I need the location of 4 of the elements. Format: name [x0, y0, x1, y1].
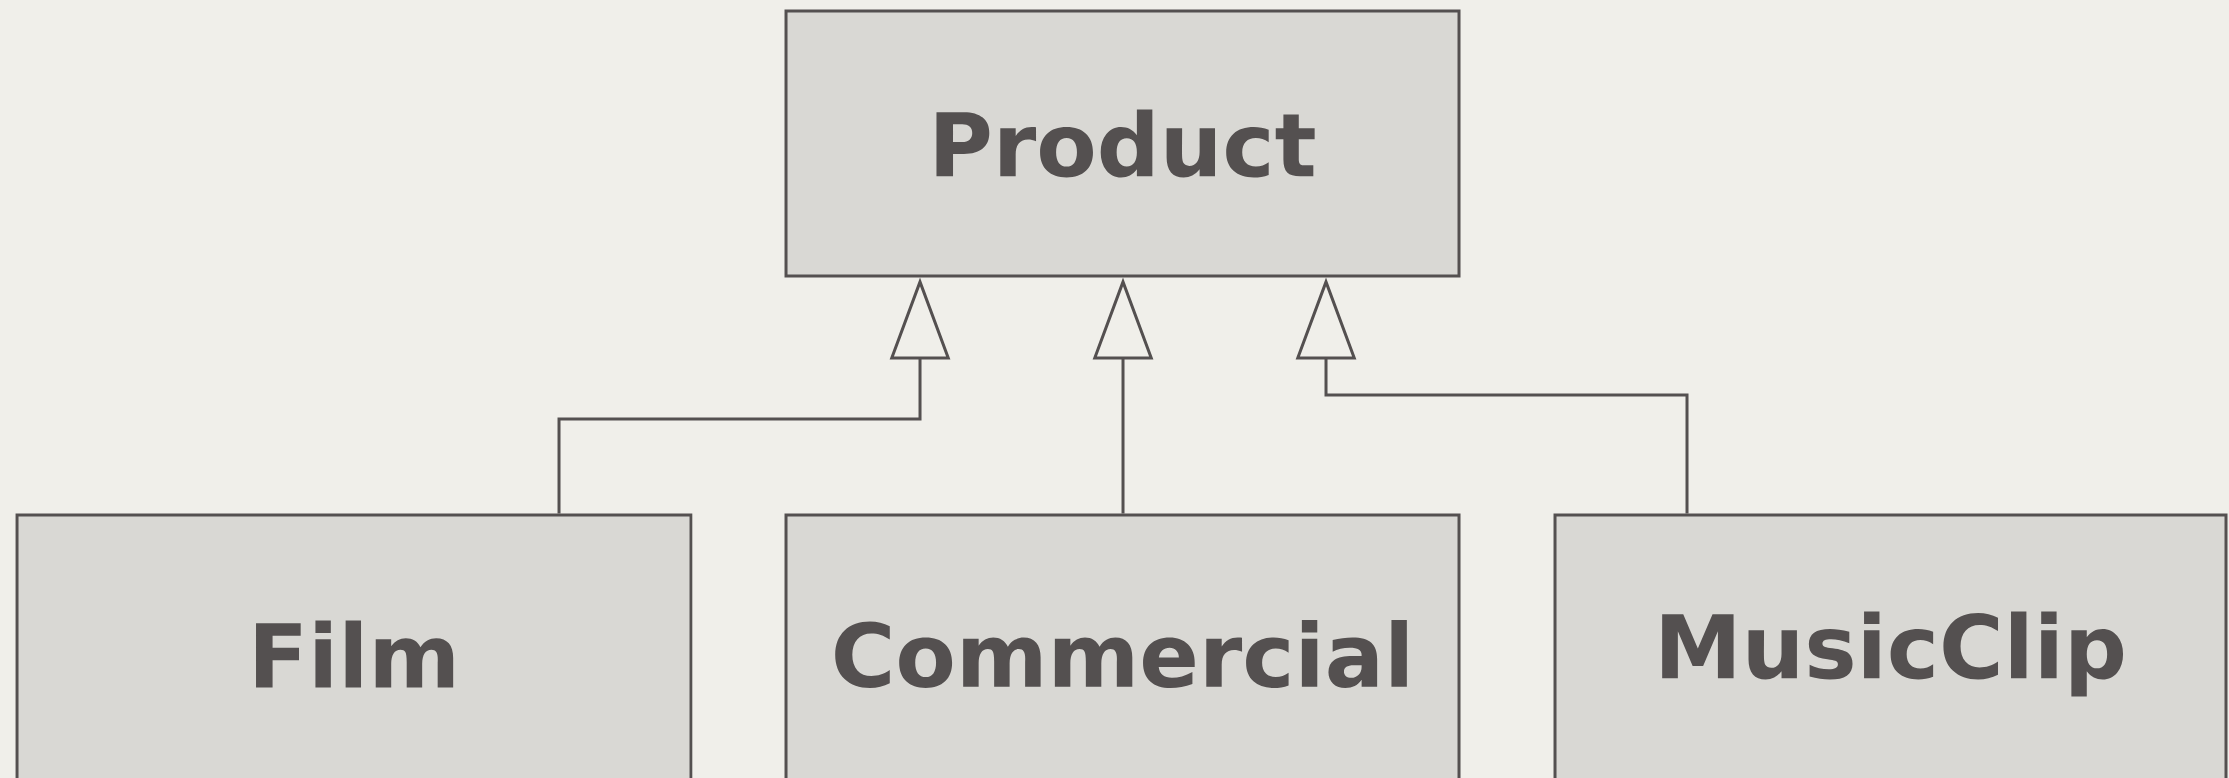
class-box: Film [15, 513, 693, 778]
class-box: Commercial [784, 513, 1461, 778]
class-box: Product [784, 9, 1461, 278]
class-box: MusicClip [1553, 513, 2228, 778]
